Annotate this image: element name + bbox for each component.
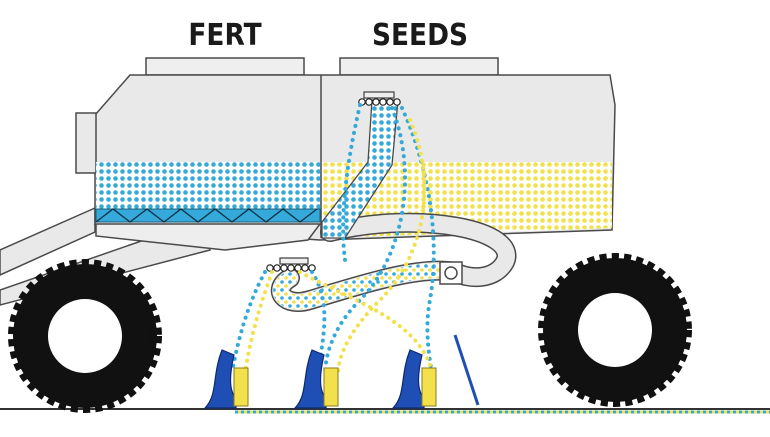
hopper-lids xyxy=(145,57,499,76)
distributor-head-lower xyxy=(266,257,316,272)
seed-drop-tube xyxy=(321,99,399,239)
tire-front xyxy=(8,259,162,413)
fan-unit xyxy=(439,261,463,285)
distributor-head-upper xyxy=(358,91,401,106)
ground xyxy=(0,408,770,414)
opener-3 xyxy=(391,349,437,409)
auger xyxy=(95,208,321,223)
opener-1 xyxy=(203,349,249,409)
distribution-lines xyxy=(230,103,436,377)
tire-rear xyxy=(538,253,692,407)
fertilizer-fill xyxy=(96,162,320,209)
packer-arm xyxy=(453,334,480,406)
opener-2 xyxy=(293,349,339,409)
fert-hopper-label: FERT xyxy=(188,18,262,53)
hopper-tray xyxy=(95,223,322,251)
seeds-hopper-label: SEEDS xyxy=(371,18,469,53)
